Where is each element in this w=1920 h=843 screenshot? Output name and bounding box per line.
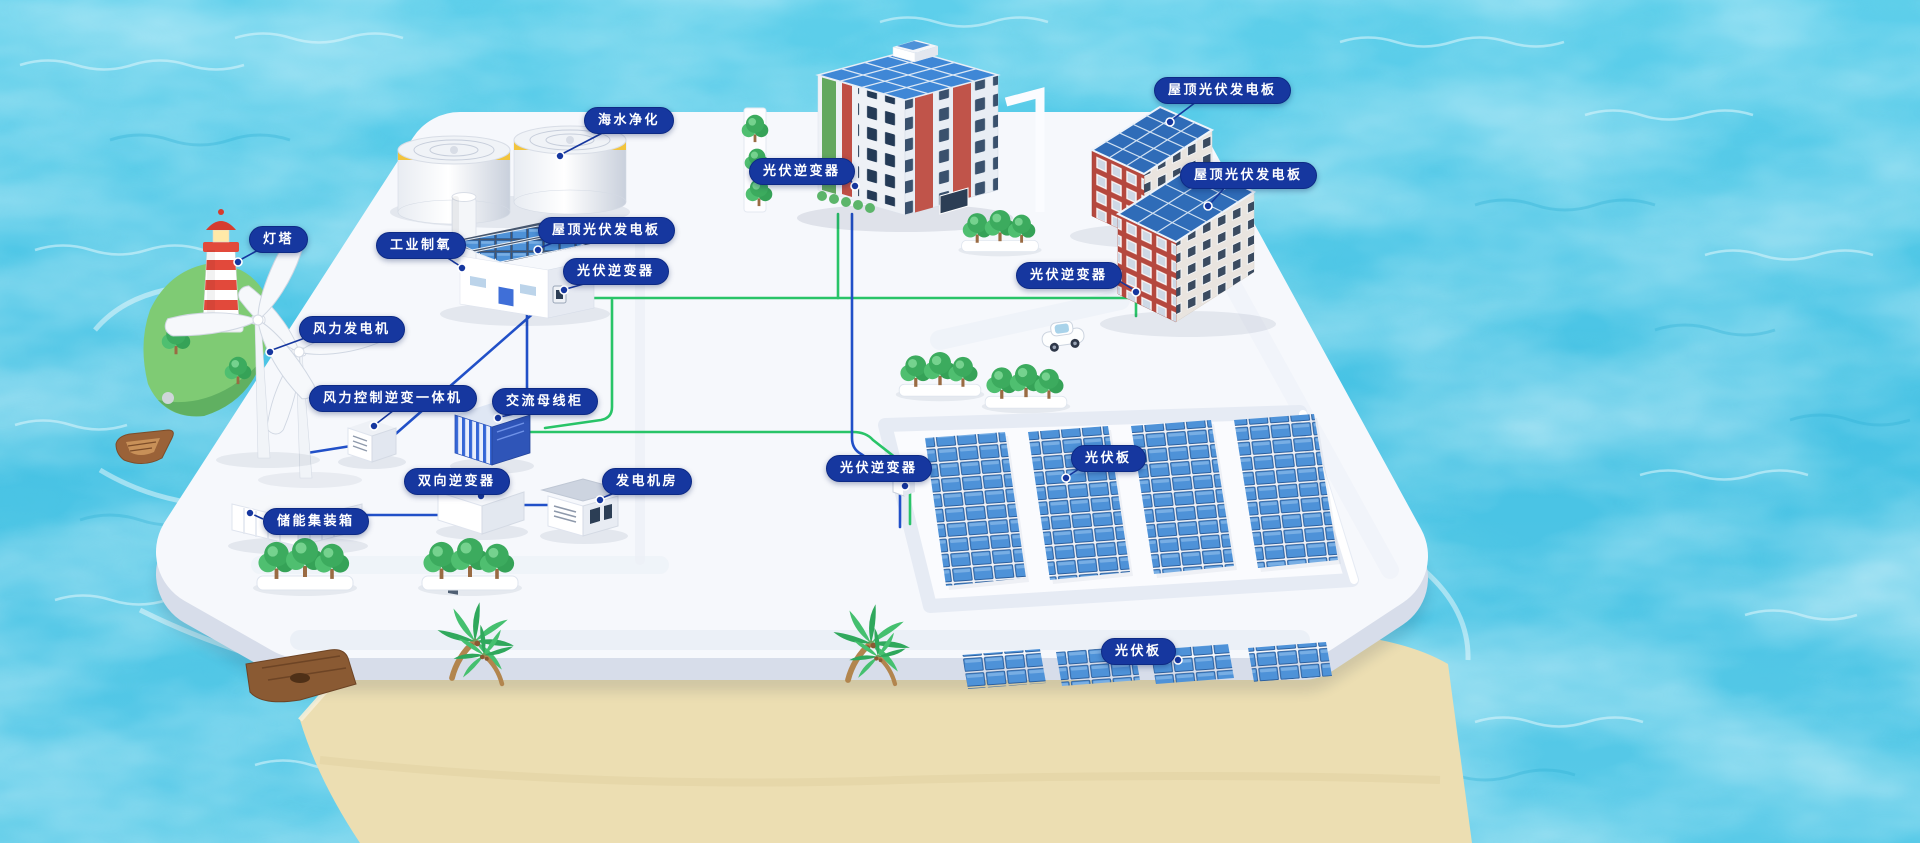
rowboat — [115, 429, 174, 464]
label-pv-panels-1[interactable]: 光伏板 — [1071, 445, 1146, 472]
white-wall-right — [1004, 87, 1045, 212]
label-lighthouse[interactable]: 灯塔 — [249, 226, 309, 253]
base-hedge — [817, 191, 875, 213]
residential-building — [741, 40, 1045, 232]
label-industrial-oxygen[interactable]: 工业制氧 — [376, 232, 467, 259]
label-rooftop-pv-3[interactable]: 屋顶光伏发电板 — [538, 217, 675, 244]
wrecked-boat — [245, 649, 357, 703]
solar-array-field — [892, 414, 1341, 590]
storage-tank-2 — [513, 125, 627, 215]
label-rooftop-pv-1[interactable]: 屋顶光伏发电板 — [1154, 77, 1291, 104]
label-wind-turbine[interactable]: 风力发电机 — [299, 316, 405, 343]
wind-turbine-1 — [163, 230, 324, 468]
label-bidirectional-inverter[interactable]: 双向逆变器 — [404, 468, 510, 495]
car — [1041, 320, 1085, 352]
storage-tank-1 — [397, 135, 511, 225]
oxygen-plant-building — [440, 192, 610, 326]
label-rooftop-pv-2[interactable]: 屋顶光伏发电板 — [1180, 162, 1317, 189]
label-generator-room[interactable]: 发电机房 — [602, 468, 693, 495]
ac-busbar-cabinet-box — [450, 403, 534, 474]
label-ac-busbar-cabinet[interactable]: 交流母线柜 — [492, 388, 598, 415]
water-tanks — [390, 125, 630, 228]
label-pv-inverter-2[interactable]: 光伏逆变器 — [563, 258, 669, 285]
label-seawater-purification[interactable]: 海水净化 — [584, 107, 675, 134]
apartment-building-2 — [1100, 162, 1276, 337]
label-wind-control-inverter[interactable]: 风力控制逆变一体机 — [309, 385, 477, 412]
label-pv-inverter-1[interactable]: 光伏逆变器 — [749, 158, 855, 185]
label-pv-inverter-3[interactable]: 光伏逆变器 — [1016, 262, 1122, 289]
label-pv-inverter-4[interactable]: 光伏逆变器 — [826, 455, 932, 482]
rooftop-box — [892, 40, 938, 63]
wave-lines-dark — [79, 133, 1911, 829]
label-storage-container[interactable]: 储能集装箱 — [263, 508, 369, 535]
generator-house — [540, 478, 628, 544]
roof-panel-grid — [839, 55, 977, 95]
label-pv-panels-2[interactable]: 光伏板 — [1101, 638, 1176, 665]
